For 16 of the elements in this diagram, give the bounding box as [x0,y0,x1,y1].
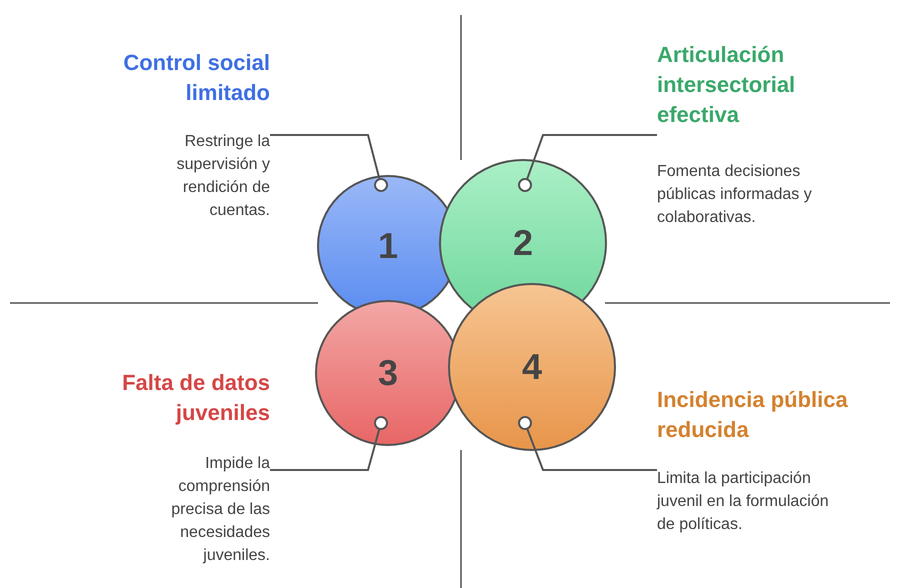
leader-line [270,134,388,192]
circle-number: 3 [378,352,398,394]
leader-line [518,416,657,471]
circle-number: 2 [512,222,534,264]
circle-number: 4 [522,346,542,388]
description: Fomenta decisiones públicas informadas y colaborativas. [657,162,813,228]
description: Limita la participación juvenil en la formulación de políticas. [657,469,830,535]
description: Restringe la supervisión y rendición de cuentas. [176,132,270,221]
leader-line [270,416,388,471]
heading: Control social limitado [122,49,270,107]
circle-number: 1 [378,225,398,267]
leader-line [518,134,657,192]
heading: Falta de datos juveniles [121,369,270,427]
heading: Incidencia pública reducida [657,386,849,444]
description: Impide la comprensión precisa de las necesidades juveniles. [170,454,270,566]
heading: Articulación intersectorial efectiva [657,41,796,129]
